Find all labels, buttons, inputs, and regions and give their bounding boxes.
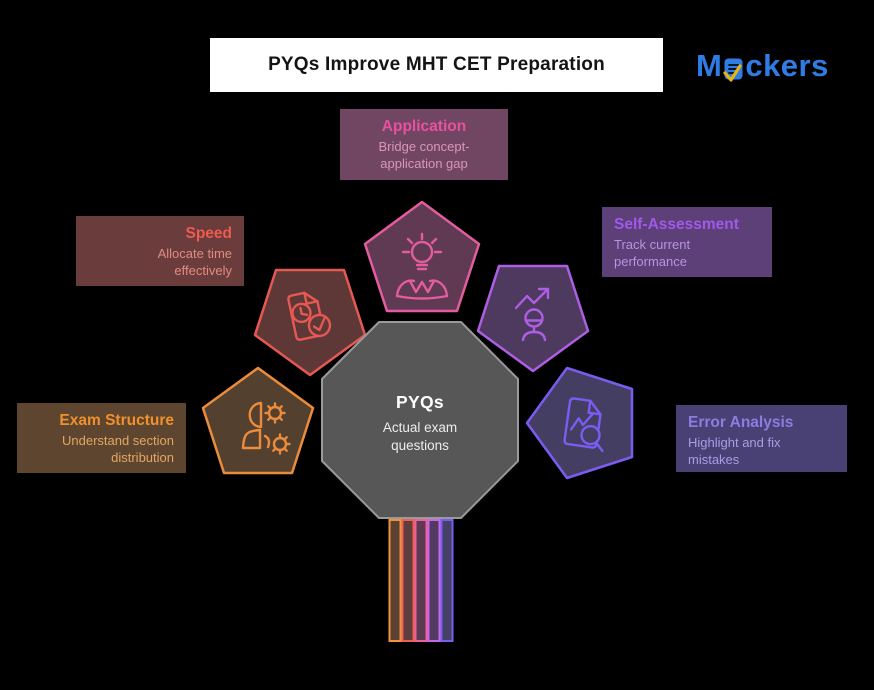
tail-bar [401,519,415,642]
node-title: Application [381,118,467,135]
person-gears-icon [241,401,291,455]
label-box-error-analysis: Error Analysis Highlight and fix mistake… [676,405,847,472]
tail-bar [427,519,441,642]
node-description: Allocate time effectively [157,246,232,278]
central-label: PYQs Actual exam questions [330,392,510,454]
idea-hands-icon [395,232,449,300]
node-description: Highlight and fix mistakes [688,435,781,467]
node-title: Error Analysis [688,414,794,431]
node-description: Understand section distribution [61,433,174,465]
label-box-application: Application Bridge concept- application … [340,109,508,180]
pentagon-speed [253,268,367,377]
brand-text-suffix: ckers [745,48,829,83]
tail-bar [388,519,402,642]
node-title: Exam Structure [59,412,174,429]
central-title: PYQs [396,392,444,412]
central-subtitle: Actual exam questions [382,420,458,453]
pentagon-application [363,200,481,313]
central-octagon [321,321,519,519]
label-box-self-assessment: Self-Assessment Track current performanc… [602,207,772,277]
node-title: Speed [185,225,232,242]
brand-logo: M ckers [696,46,829,86]
brand-text-prefix: M [696,48,723,83]
title-banner: PYQs Improve MHT CET Preparation [210,38,663,92]
pentagon-self-assessment [476,264,590,373]
connector-tail [388,519,454,642]
page-title: PYQs Improve MHT CET Preparation [268,54,605,75]
node-title: Self-Assessment [614,216,739,233]
pentagon-error-analysis [525,366,634,480]
tail-bar [414,519,428,642]
tail-bar [440,519,454,642]
error-search-document-icon [563,397,604,453]
node-description: Bridge concept- application gap [378,139,470,171]
label-box-exam-structure: Exam Structure Understand section distri… [17,403,186,473]
growth-person-icon [514,287,550,342]
time-check-document-icon [287,291,332,341]
label-box-speed: Speed Allocate time effectively [76,216,244,286]
checklist-check-icon [723,58,743,82]
pentagon-exam-structure [201,366,315,475]
node-description: Track current performance [614,237,691,269]
